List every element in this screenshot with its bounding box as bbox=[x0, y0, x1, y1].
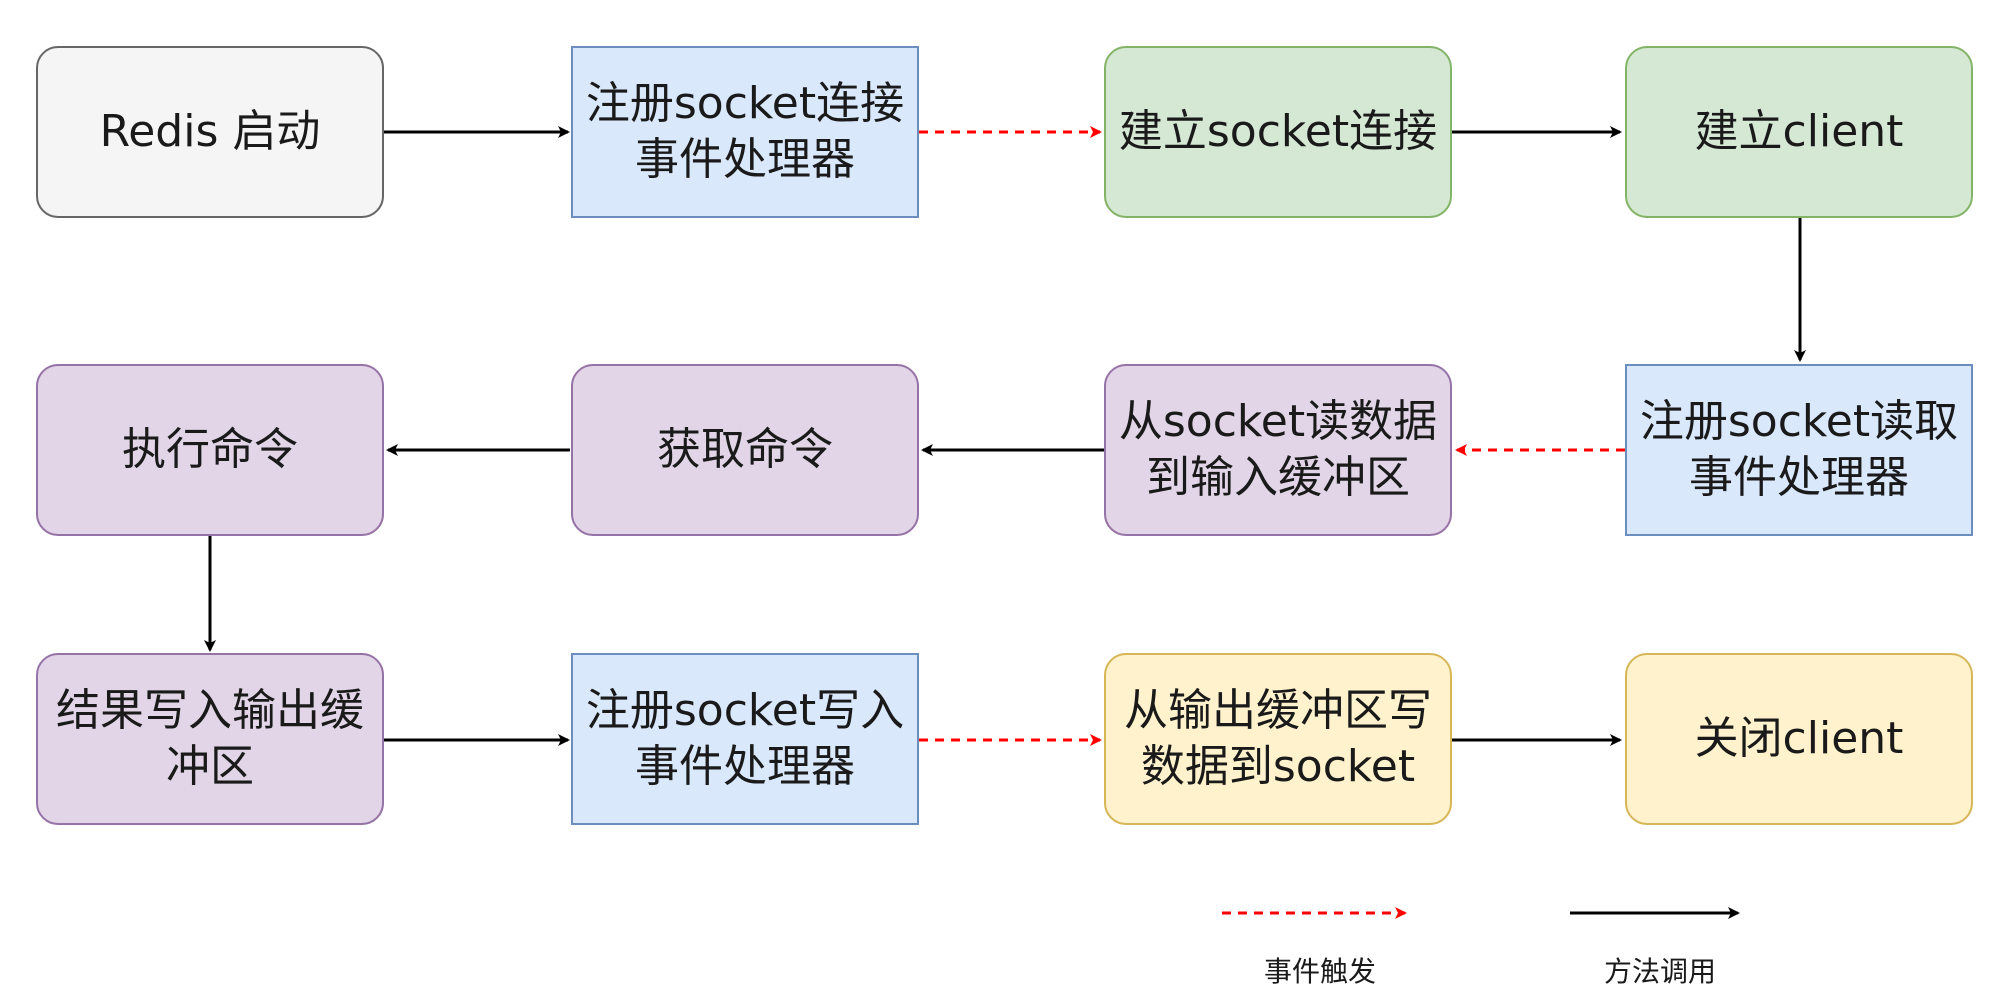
node-write-to-socket: 从输出缓冲区写 数据到socket bbox=[1104, 653, 1452, 825]
node-write-output-buffer-label: 结果写入输出缓 冲区 bbox=[56, 685, 364, 792]
node-read-to-input-buffer-label: 从socket读数据 到输入缓冲区 bbox=[1118, 396, 1438, 503]
node-establish-socket-label: 建立socket连接 bbox=[1118, 106, 1438, 157]
node-redis-start-label: Redis 启动 bbox=[99, 106, 321, 157]
node-establish-client: 建立client bbox=[1625, 46, 1973, 218]
node-register-write-handler: 注册socket写入 事件处理器 bbox=[571, 653, 919, 825]
node-register-read-handler-label: 注册socket读取 事件处理器 bbox=[1639, 396, 1959, 503]
node-write-to-socket-label: 从输出缓冲区写 数据到socket bbox=[1124, 685, 1432, 792]
node-write-output-buffer: 结果写入输出缓 冲区 bbox=[36, 653, 384, 825]
legend-event-trigger-label: 事件触发 bbox=[1263, 955, 1376, 988]
node-get-command: 获取命令 bbox=[571, 364, 919, 536]
node-close-client-label: 关闭client bbox=[1694, 713, 1904, 764]
node-execute-command: 执行命令 bbox=[36, 364, 384, 536]
node-register-read-handler: 注册socket读取 事件处理器 bbox=[1625, 364, 1973, 536]
node-establish-client-label: 建立client bbox=[1694, 106, 1904, 157]
node-read-to-input-buffer: 从socket读数据 到输入缓冲区 bbox=[1104, 364, 1452, 536]
node-register-write-handler-label: 注册socket写入 事件处理器 bbox=[585, 685, 905, 792]
node-close-client: 关闭client bbox=[1625, 653, 1973, 825]
node-redis-start: Redis 启动 bbox=[36, 46, 384, 218]
node-establish-socket: 建立socket连接 bbox=[1104, 46, 1452, 218]
node-get-command-label: 获取命令 bbox=[657, 424, 833, 475]
legend-method-call-label: 方法调用 bbox=[1603, 955, 1716, 988]
node-register-conn-handler-label: 注册socket连接 事件处理器 bbox=[585, 78, 905, 185]
node-execute-command-label: 执行命令 bbox=[122, 424, 298, 475]
node-register-conn-handler: 注册socket连接 事件处理器 bbox=[571, 46, 919, 218]
